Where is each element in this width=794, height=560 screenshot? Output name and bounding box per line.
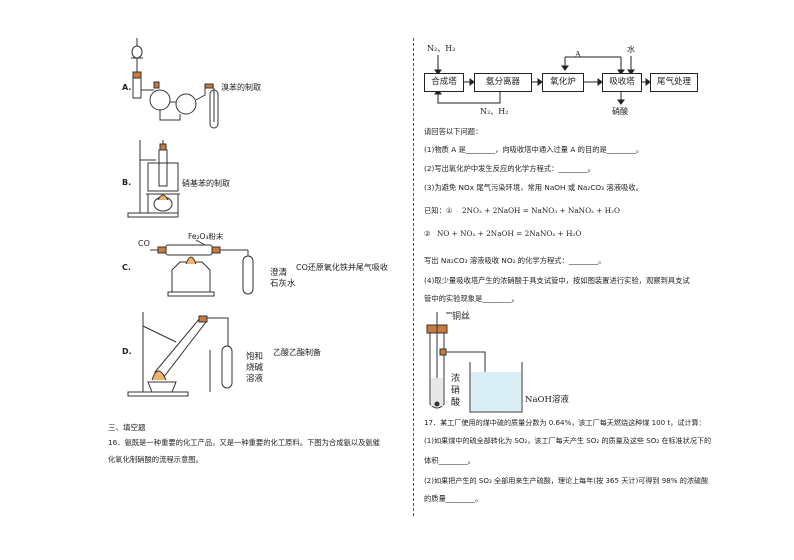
caption-d: 乙酸乙酯制备 xyxy=(273,348,321,357)
q17-part2-line1: (2)如果把产生的 SO₂ 全部用来生产硫酸，理论上每年(按 365 天计)可得… xyxy=(424,476,709,485)
caption-b: 硝基苯的制取 xyxy=(182,179,230,188)
option-d-label: D. xyxy=(122,347,132,356)
option-a-label: A. xyxy=(122,83,132,92)
apparatus-d-diagram xyxy=(127,312,233,397)
q16-stem-line2: 化氧化制硝酸的流程示意图。 xyxy=(108,455,203,464)
q17-stem: 17．某工厂使用的煤中硫的质量分数为 0.64%，该工厂每天燃烧这种煤 100 … xyxy=(424,418,706,427)
q16-part4-line1: (4)取少量吸收塔产生的浓硝酸于具支试管中，按如图装置进行实验，观察到具支试 xyxy=(424,276,690,285)
caption-a: 溴苯的制取 xyxy=(221,83,261,92)
fe2o3-powder-label: Fe₂O₃粉末 xyxy=(188,232,224,241)
equation-2: NO + NO₂ + 2NaOH = 2NaNO₂ + H₂O xyxy=(437,229,582,238)
equation-1: 2NO₂ + 2NaOH = NaNO₃ + NaNO₂ + H₂O xyxy=(462,206,620,215)
flow-input-a: A xyxy=(575,50,581,59)
caption-c: CO还原氧化铁并尾气吸收 xyxy=(296,263,388,272)
apparatus-a-diagram xyxy=(131,38,219,129)
q16-stem-line1: 16．氨既是一种重要的化工产品，又是一种重要的化工原料。下图为合成氨以及氨催 xyxy=(108,438,380,447)
q17-part2-line2: 的质量________。 xyxy=(424,494,483,503)
flow-box-synthesis-tower: 合成塔 xyxy=(424,73,464,92)
q16-part3b: 写出 Na₂CO₃ 溶液吸收 NO₂ 的化学方程式：________。 xyxy=(424,256,606,265)
copper-acid-apparatus xyxy=(426,312,523,413)
flow-box-tail-gas: 尾气处理 xyxy=(650,73,698,92)
q17-part1-line2: 体积________。 xyxy=(424,456,476,465)
apparatus-b-diagram xyxy=(127,140,180,218)
flow-recycle-label: N₂、H₂ xyxy=(480,107,509,116)
known-label: 已知：① xyxy=(424,206,453,215)
flow-product-nitric-acid: 硝酸 xyxy=(612,107,628,116)
flow-arrows xyxy=(434,55,651,105)
q17-part1-line1: (1)如果煤中的硫全部转化为 SO₂，该工厂每天产生 SO₂ 的质量及这些 SO… xyxy=(424,436,712,445)
saturated-naoh-label: 饱和 烧碱 溶液 xyxy=(246,352,264,384)
equation-2-label: ② xyxy=(424,229,431,238)
flow-box-absorption-tower: 吸收塔 xyxy=(602,73,642,92)
q16-part4-line2: 管中的实验现象是________。 xyxy=(424,294,519,303)
option-c-label: C. xyxy=(122,263,131,272)
flow-box-ammonia-separator: 氨分离器 xyxy=(474,73,532,92)
flow-input-n2-h2: N₂、H₂ xyxy=(427,44,456,53)
concentrated-nitric-acid-label: 浓 硝 酸 xyxy=(451,374,461,408)
option-b-label: B. xyxy=(122,178,132,187)
q16-part1: (1)物质 A 是________，向吸收塔中通入过量 A 的目的是______… xyxy=(424,145,644,154)
q16-part2: (2)写出氧化炉中发生反应的化学方程式：________。 xyxy=(424,164,595,173)
apparatus-c-diagram xyxy=(150,239,254,297)
section-title: 三、填空题 xyxy=(108,423,146,432)
limewater-label: 澄清 石灰水 xyxy=(270,268,296,289)
column-divider xyxy=(413,38,414,516)
co-label: CO xyxy=(138,239,150,248)
flow-input-water: 水 xyxy=(627,45,635,54)
q16-intro: 请回答以下问题： xyxy=(424,127,483,136)
copper-wire-label: 铜丝 xyxy=(452,312,471,322)
flow-box-oxidation-furnace: 氧化炉 xyxy=(542,73,584,92)
q16-part3: (3)为避免 NOx 尾气污染环境，常用 NaOH 或 Na₂CO₃ 溶液吸收。 xyxy=(424,183,643,192)
naoh-solution-label: NaOH溶液 xyxy=(525,395,569,405)
